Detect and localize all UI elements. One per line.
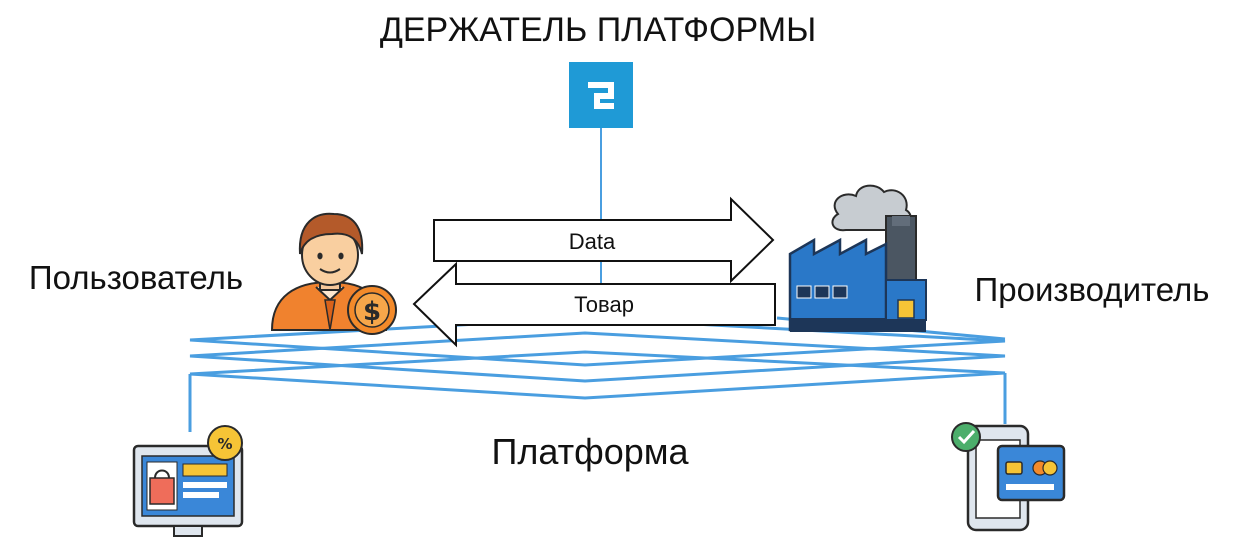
user-label: Пользователь <box>29 259 243 296</box>
mobile-payment-icon <box>951 422 1066 532</box>
producer-label: Производитель <box>975 271 1210 308</box>
factory-icon <box>788 184 927 332</box>
platform-logo-icon <box>569 62 633 128</box>
svg-text:$: $ <box>363 297 381 327</box>
goods-arrow: Товар <box>412 261 776 348</box>
user-with-money-icon: $ <box>270 212 397 335</box>
data-arrow-label: Data <box>569 229 616 254</box>
online-shop-monitor-icon: % <box>132 425 244 537</box>
platform-label: Платформа <box>491 431 689 472</box>
goods-arrow-label: Товар <box>574 292 634 317</box>
holder-title: ДЕРЖАТЕЛЬ ПЛАТФОРМЫ <box>380 11 816 49</box>
svg-text:%: % <box>217 435 232 453</box>
platform-layers <box>188 316 1007 432</box>
data-arrow: Data <box>433 196 775 284</box>
